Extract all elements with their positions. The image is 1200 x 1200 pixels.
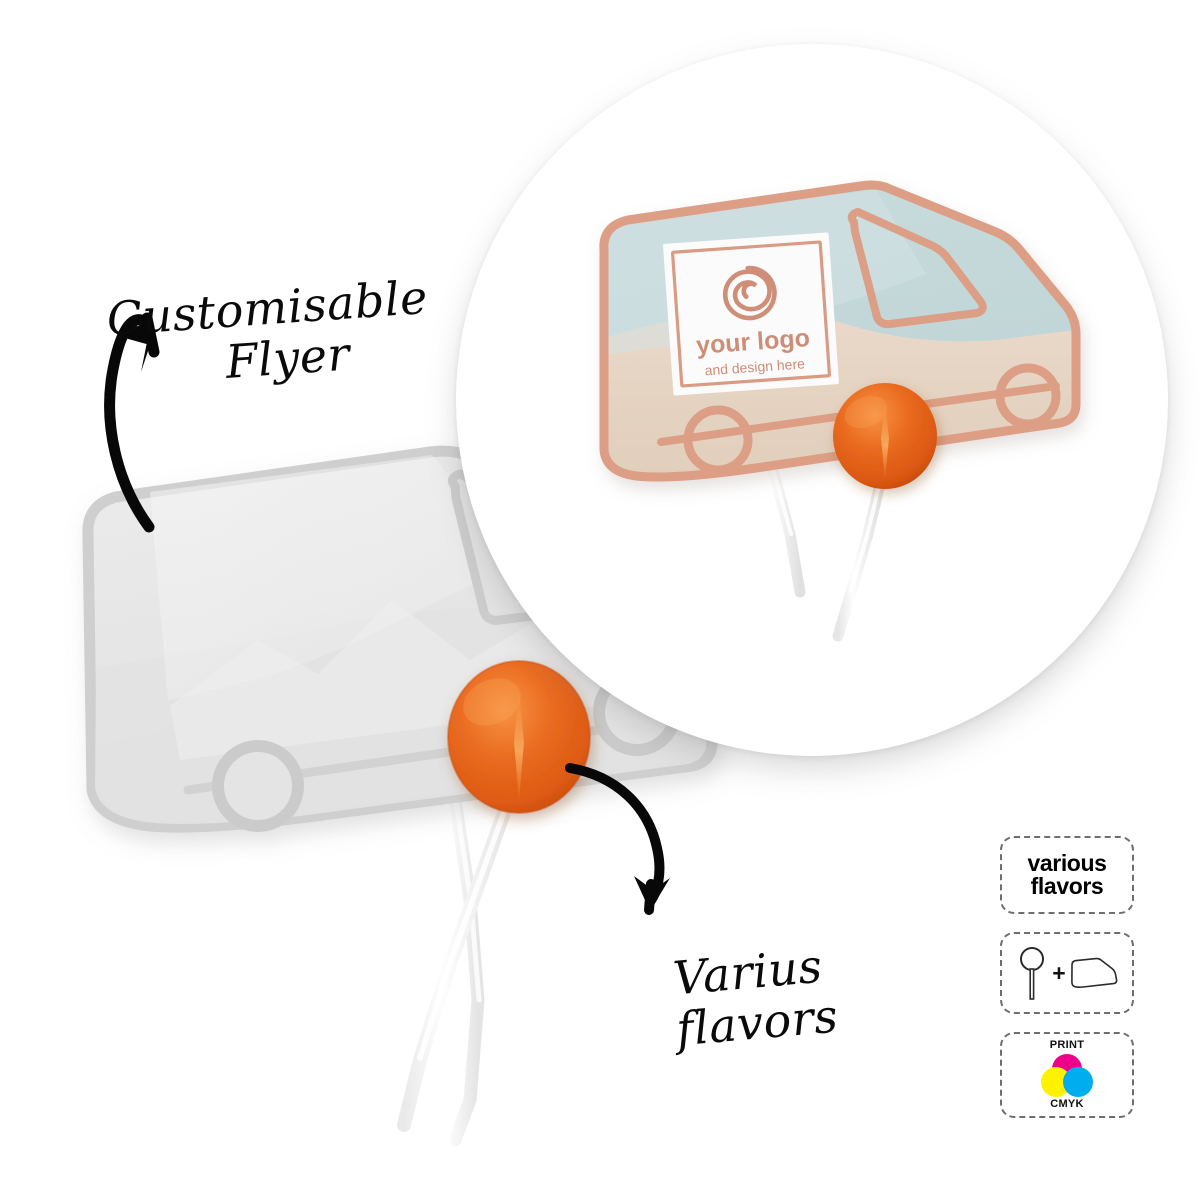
cmyk-label: CMYK [1050, 1098, 1084, 1110]
flyer-wheel-rear [212, 740, 304, 832]
feature-badge-column: various flavors + PRINT C [1000, 836, 1140, 1136]
badge-various-flavors: various flavors [1000, 836, 1134, 914]
printed-flyer-illustration: your logo and design here [599, 180, 1081, 642]
badge-print-cmyk: PRINT CMYK [1000, 1032, 1134, 1118]
printed-flyer-wheel-front [995, 363, 1061, 429]
annotation-varius-flavors: Varius flavors [622, 890, 878, 1105]
badge-flavors-text: various flavors [1027, 849, 1107, 899]
inset-main-stick [832, 478, 886, 642]
your-logo-placeholder-card: your logo and design here [663, 232, 839, 396]
annotation-customisable-flyer: Customisable Flyer [98, 225, 441, 443]
spiral-icon [722, 265, 777, 321]
logo-line-2: and design here [704, 355, 805, 378]
print-label: PRINT [1049, 1039, 1085, 1051]
badge-lollipop-plus-flyer: + [1000, 932, 1134, 1014]
cmyk-venn-icon [1041, 1054, 1093, 1097]
badge-flavors-line-1: various [1027, 849, 1107, 876]
badge-flavors-line-2: flavors [1030, 873, 1104, 899]
main-lollipop-candy [447, 660, 591, 814]
lollipop-outline-icon [1020, 947, 1045, 1000]
flyer-van-outline-icon [1070, 957, 1118, 989]
plus-symbol: + [1052, 959, 1066, 986]
printed-flyer-wheel-rear [683, 405, 753, 475]
main-lollipop-stick [397, 783, 519, 1132]
zoom-detail-bubble: your logo and design here [456, 44, 1168, 756]
inset-lollipop-candy [833, 383, 937, 489]
